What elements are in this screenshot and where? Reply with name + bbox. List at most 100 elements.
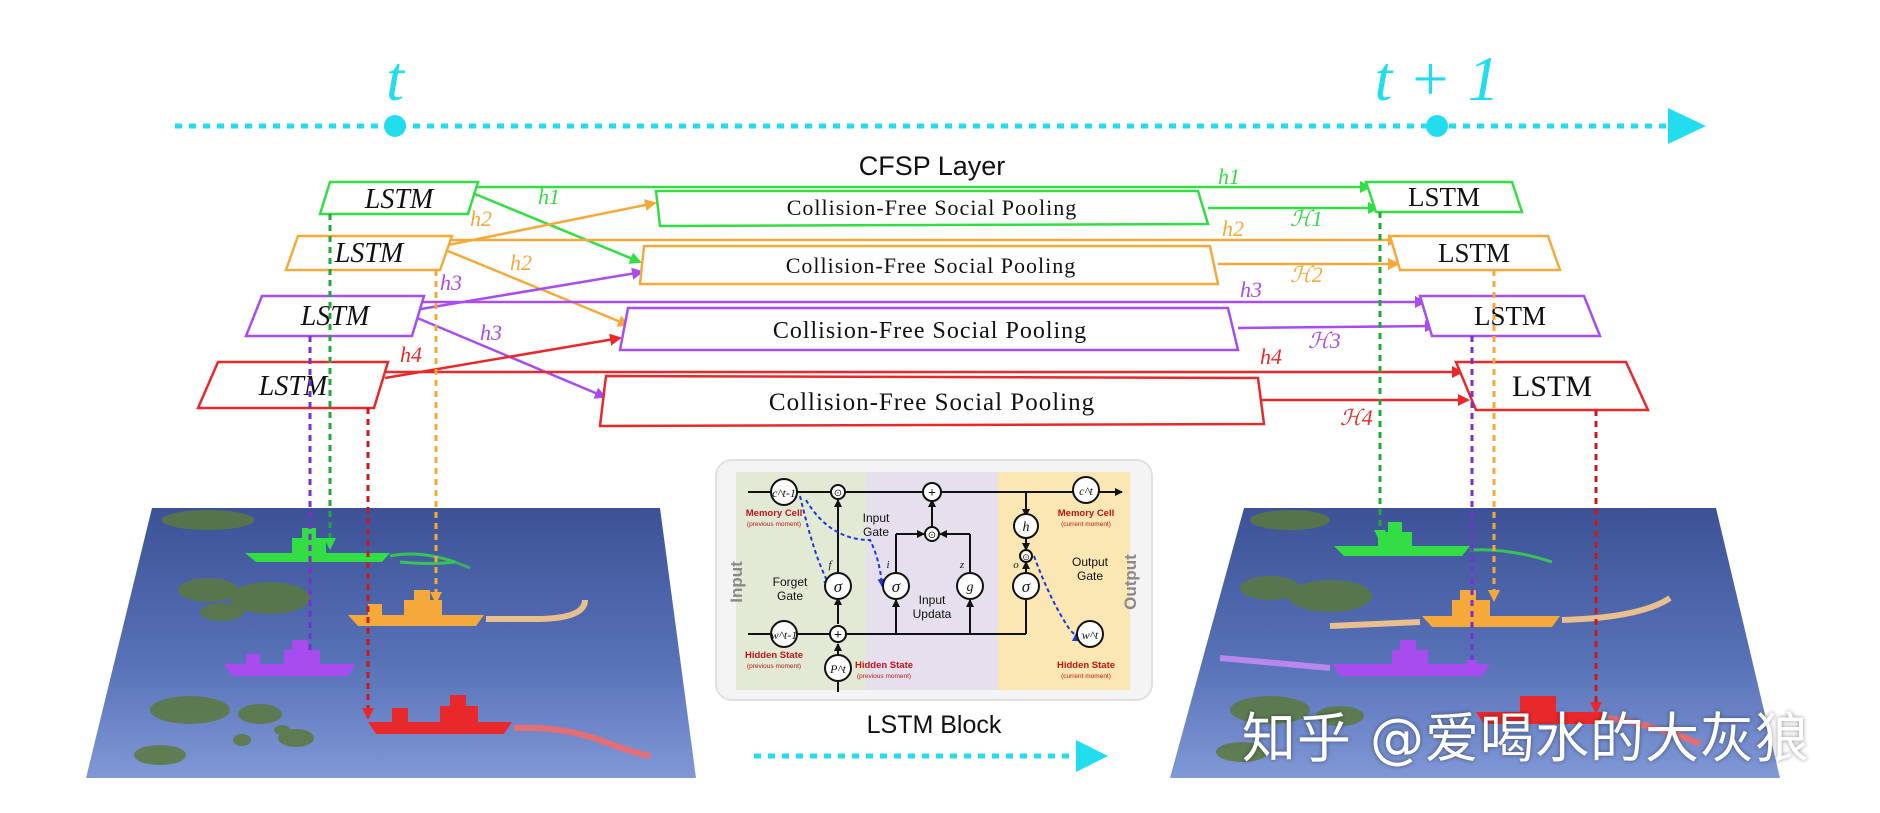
node-c-cur: c^t	[1079, 484, 1093, 498]
h2-label-mid: h2	[510, 250, 532, 275]
lstm-column-t: LSTM LSTM LSTM LSTM	[196, 180, 480, 410]
lstm-t1-agent2-label: LSTM	[1438, 238, 1510, 268]
lstm-t-agent4-label: LSTM	[258, 371, 329, 402]
lstm-t-agent3: LSTM	[244, 294, 426, 338]
node-mult-output: ⊙	[1022, 552, 1030, 562]
pooling-box-1: Collision-Free Social Pooling	[654, 189, 1210, 228]
output-gate-label-2: Gate	[1077, 569, 1103, 583]
pooling-box-4: Collision-Free Social Pooling	[598, 374, 1266, 428]
ship-t-agent1	[245, 528, 471, 570]
node-w-prev: w^t-1	[771, 628, 797, 642]
lstm-t-agent4: LSTM	[196, 360, 390, 410]
lstm-t-agent1: LSTM	[318, 180, 480, 216]
lstm-t1-agent2: LSTM	[1388, 234, 1562, 272]
ship-t1-agent3	[1219, 640, 1490, 676]
cfsp-layer-title: CFSP Layer	[859, 151, 1006, 181]
memory-prev-sub: (previous moment)	[747, 521, 801, 528]
lstm-output-side-label: Output	[1121, 554, 1140, 610]
output-gate-label-1: Output	[1072, 555, 1109, 569]
lstm-t1-agent3: LSTM	[1418, 294, 1602, 338]
label-i: i	[886, 559, 889, 571]
h3-label-mid: h3	[480, 320, 502, 345]
forget-gate-label-2: Gate	[777, 589, 803, 603]
ship-t-agent4	[368, 695, 651, 759]
lstm-t-agent2-label: LSTM	[334, 238, 405, 269]
node-plus-hidden: +	[834, 628, 842, 643]
bottom-arrowhead-icon	[1076, 740, 1108, 772]
lstm-block-caption: LSTM Block	[867, 711, 1002, 739]
memory-prev-title: Memory Cell	[746, 508, 803, 519]
h3-label-left: h3	[440, 270, 462, 295]
lstm-t1-agent1-label: LSTM	[1408, 182, 1480, 212]
timestep-t-marker	[384, 115, 406, 137]
timestep-t-label: t	[386, 43, 406, 114]
h1-to-pool2-arrow	[474, 192, 642, 264]
lstm-column-t1: LSTM LSTM LSTM LSTM	[1364, 180, 1650, 412]
pooling-layer: Collision-Free Social Pooling Collision-…	[598, 189, 1266, 428]
h2-label-right: h2	[1222, 216, 1244, 241]
node-plus-memory: +	[928, 486, 936, 501]
lstm-input-side-label: Input	[727, 561, 746, 603]
label-f: f	[828, 559, 833, 571]
memory-cur-title: Memory Cell	[1058, 508, 1115, 519]
timestep-t1-label: t + 1	[1375, 43, 1500, 114]
pooled-h2-label: ℋ2	[1290, 262, 1323, 287]
h2-to-pool1-arrow	[447, 199, 657, 247]
hidden-cur-sub: (current moment)	[1061, 673, 1111, 680]
lstm-t-agent2: LSTM	[284, 234, 454, 272]
map-t1-islands	[1216, 510, 1372, 762]
lstm-t-agent1-label: LSTM	[364, 184, 435, 215]
label-o: o	[1013, 559, 1019, 571]
node-input-sigma: σ	[892, 577, 901, 596]
pooled-h4-label: ℋ4	[1340, 405, 1373, 430]
h4-label-left: h4	[400, 342, 422, 367]
node-mult-input: ⊙	[928, 530, 936, 541]
timeline-arrowhead-icon	[1668, 108, 1706, 144]
pooled-h1-label: ℋ1	[1290, 206, 1323, 231]
lstm-t1-agent3-label: LSTM	[1474, 301, 1546, 331]
input-gate-label-1: Input	[863, 511, 890, 525]
hidden-mid-sub: (previous moment)	[857, 673, 911, 680]
h1-label-right: h1	[1218, 164, 1240, 189]
lstm-t1-agent4-label: LSTM	[1512, 370, 1592, 403]
h3-to-pool2-arrow	[414, 267, 644, 312]
lstm-t1-agent1: LSTM	[1364, 180, 1524, 214]
pool3-out-arrow	[1237, 320, 1437, 333]
input-update-label-2: Updata	[913, 607, 952, 621]
ship-t1-agent1	[1334, 522, 1553, 564]
pooling-box-3: Collision-Free Social Pooling	[618, 306, 1240, 352]
lstm-t1-agent4: LSTM	[1454, 360, 1650, 412]
lstm-t-agent3-label: LSTM	[300, 301, 371, 332]
vertical-projection-arrows	[304, 212, 1602, 720]
pooled-h3-label: ℋ3	[1308, 328, 1341, 353]
map-t1	[1170, 508, 1780, 778]
node-forget-sigma: σ	[834, 577, 843, 596]
forget-gate-label-1: Forget	[773, 575, 808, 589]
hidden-prev-sub: (previous moment)	[747, 663, 801, 670]
map-t-islands	[134, 510, 314, 765]
bottom-time-arrow	[754, 740, 1108, 772]
node-g: g	[967, 580, 974, 595]
ship-t1-agent2	[1329, 590, 1672, 629]
pooling-box-1-label: Collision-Free Social Pooling	[787, 195, 1078, 220]
pooling-box-2: Collision-Free Social Pooling	[638, 244, 1220, 286]
h1-label-left: h1	[538, 184, 560, 209]
h3-label-right: h3	[1240, 277, 1262, 302]
watermark: 知乎 @爱喝水的大灰狼	[1241, 707, 1810, 770]
pooling-box-2-label: Collision-Free Social Pooling	[786, 253, 1077, 278]
map-t-sea	[86, 508, 696, 778]
connection-labels: h1 h1 ℋ1 h2 h2 h2 ℋ2 h3 h3 h3 ℋ3 h4 h4 ℋ…	[400, 164, 1373, 430]
lstm-block: Input Output	[715, 459, 1153, 739]
node-output-sigma: σ	[1022, 577, 1031, 596]
hidden-prev-title: Hidden State	[745, 650, 803, 661]
pooling-box-3-label: Collision-Free Social Pooling	[773, 318, 1087, 344]
pooling-box-4-label: Collision-Free Social Pooling	[769, 389, 1095, 416]
node-w-cur: w^t	[1082, 628, 1099, 642]
timeline: t t + 1	[175, 43, 1706, 144]
pool4-out-arrow	[1256, 381, 1470, 406]
label-z: z	[959, 559, 965, 571]
node-h: h	[1023, 520, 1030, 535]
timestep-t1-marker	[1426, 115, 1448, 137]
ship-t1-agent4	[1476, 696, 1702, 747]
